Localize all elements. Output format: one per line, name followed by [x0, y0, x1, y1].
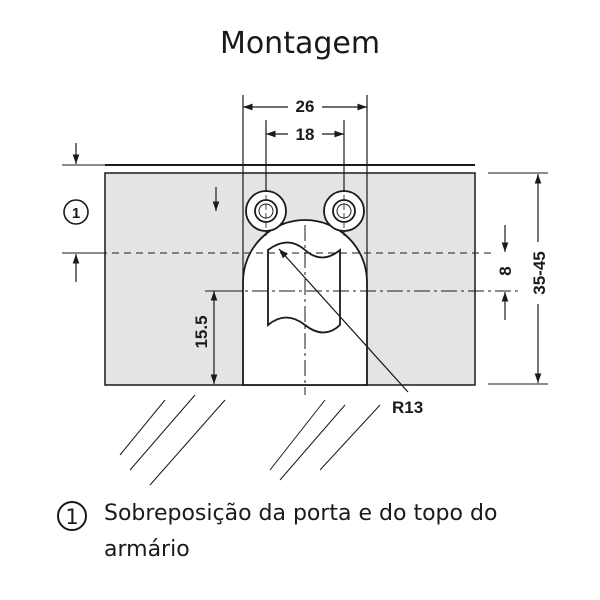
hinge-cup-slot [267, 241, 341, 334]
svg-text:1: 1 [72, 205, 80, 222]
radius-label: R13 [392, 398, 423, 417]
dim-35-45-label: 35-45 [530, 251, 549, 294]
radius-leader [278, 248, 409, 393]
dim-8-label: 8 [496, 266, 515, 275]
legend-marker-number: 1 [65, 505, 78, 529]
door-hatching [119, 394, 381, 486]
dim-26-label: 26 [296, 97, 315, 116]
legend-marker-circle: 1 [57, 501, 87, 531]
page-title: Montagem [219, 26, 381, 61]
legend-text: Sobreposição da porta e do topo do armár… [104, 501, 498, 562]
marker-1-circle: 1 [63, 199, 89, 225]
dim-35-45-bg [528, 242, 548, 304]
dim-26-bg [288, 95, 322, 115]
hinge-plate [242, 219, 368, 386]
dim-18-bg [288, 122, 322, 142]
dim-15-5-label: 15.5 [192, 315, 211, 348]
dim-18-label: 18 [296, 125, 315, 144]
